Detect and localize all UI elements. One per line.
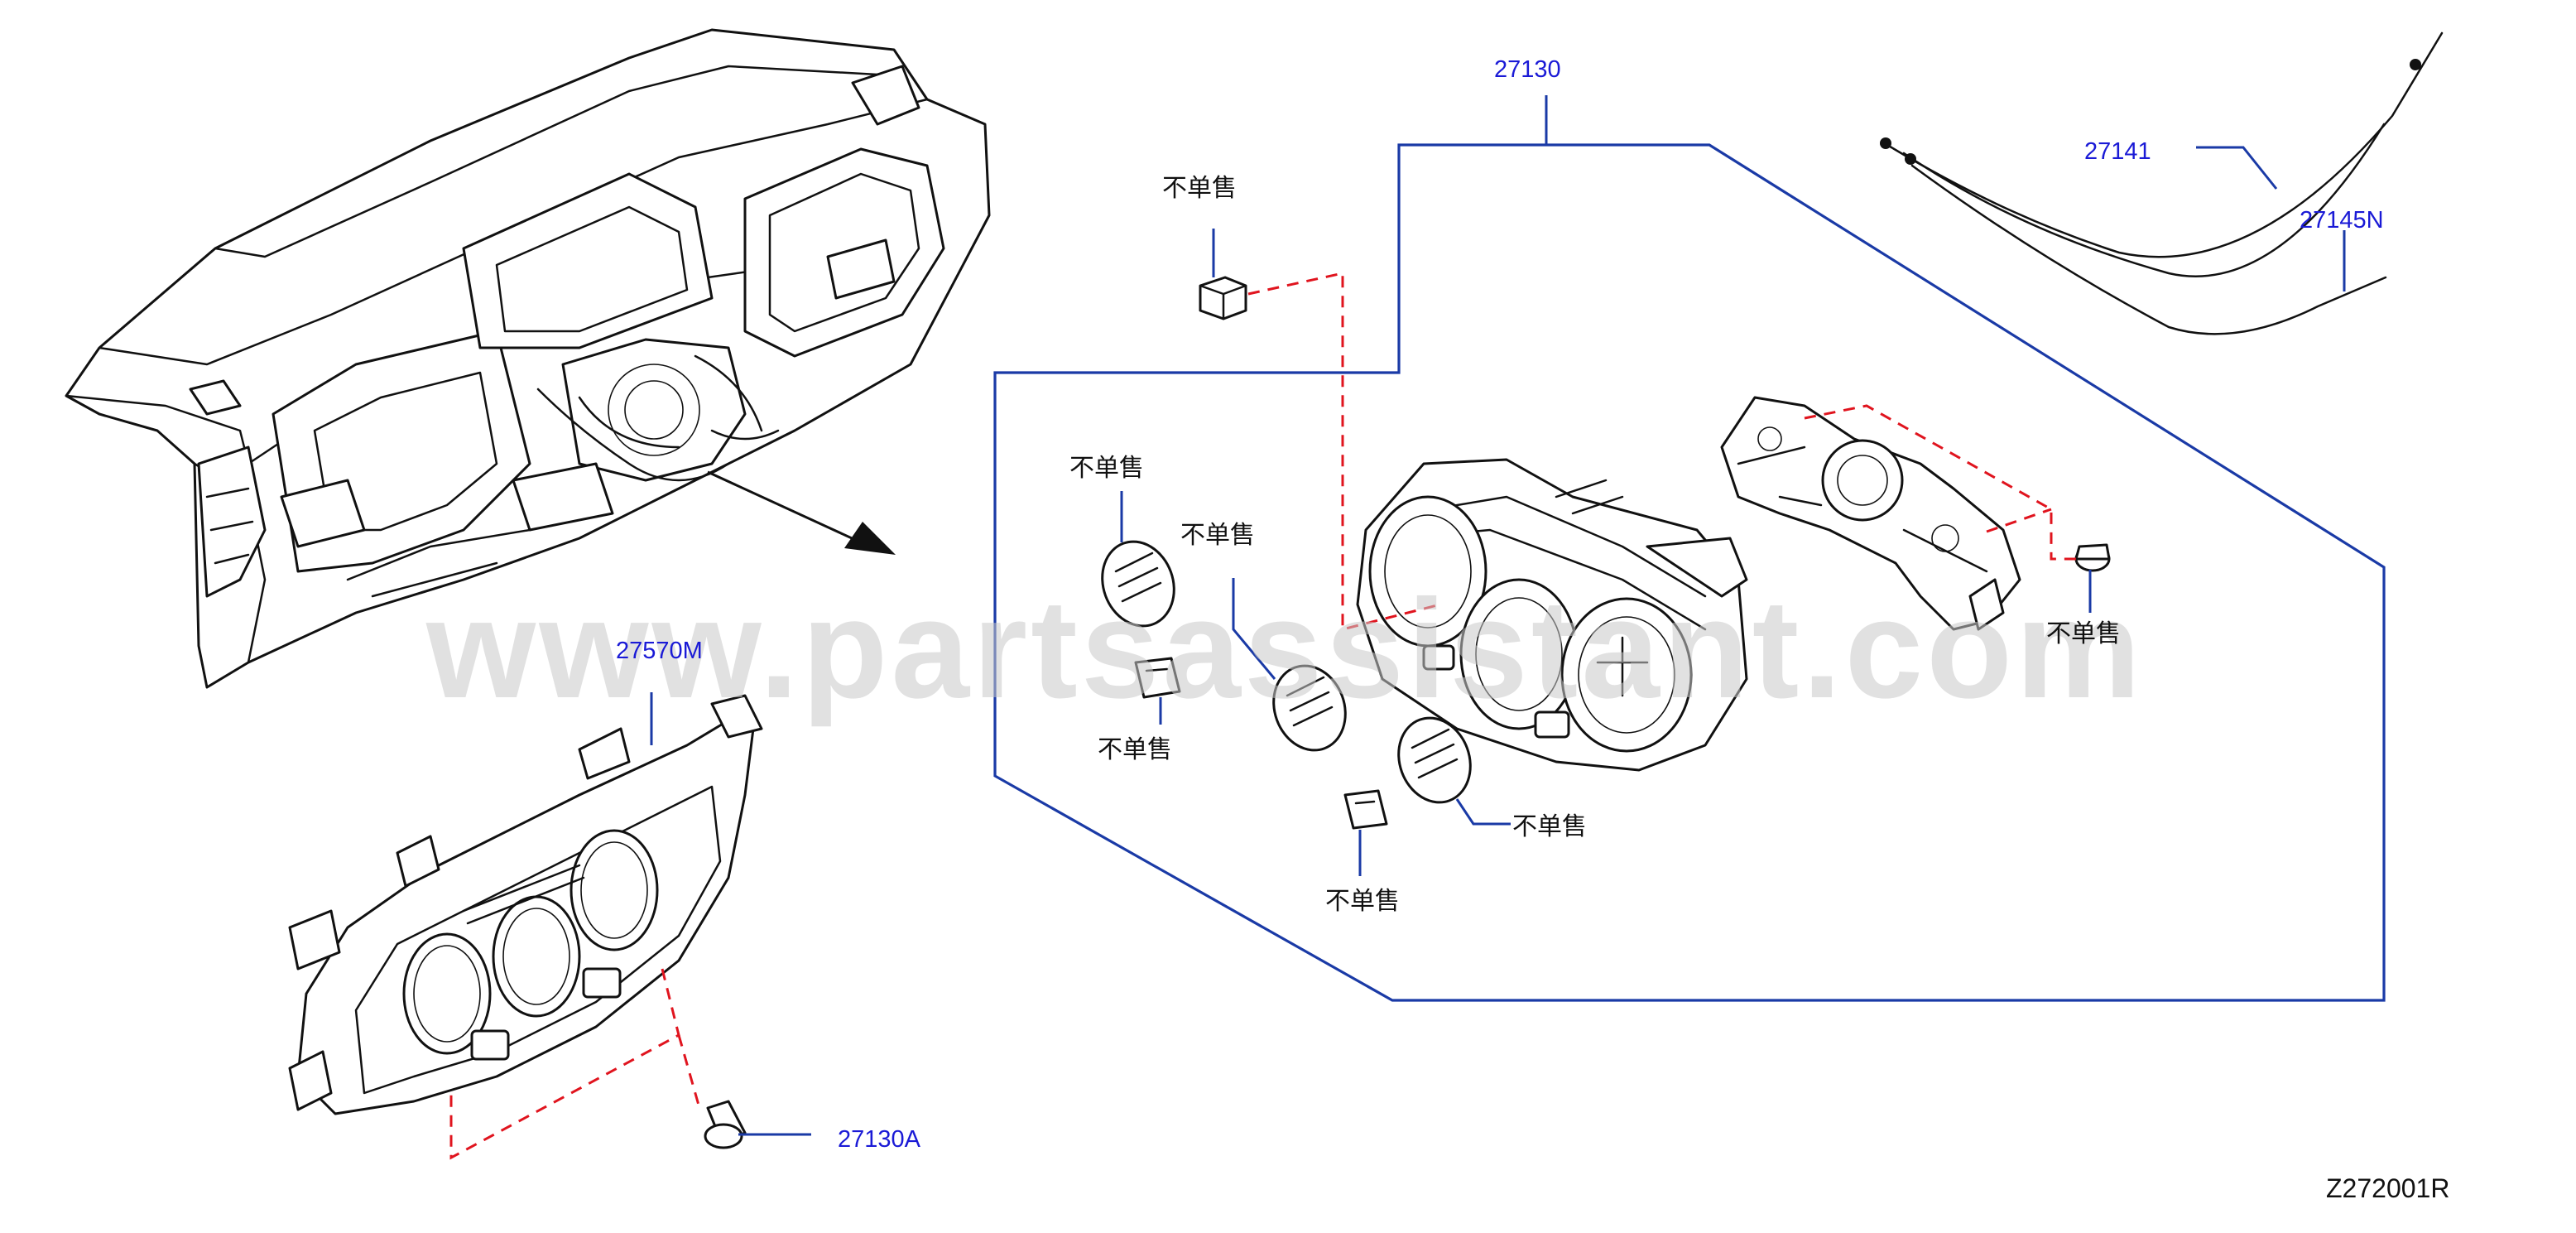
dashed-relation-lines bbox=[449, 272, 2078, 1160]
finisher-panel-drawing bbox=[288, 694, 763, 1115]
cable-drawings bbox=[1880, 31, 2444, 335]
instrument-panel-drawing bbox=[65, 28, 991, 689]
screw-drawing bbox=[704, 1100, 747, 1149]
group-outline bbox=[993, 143, 2386, 1002]
drawing-code: Z272001R bbox=[2326, 1173, 2449, 1203]
not-sold-label-button-left: 不单售 bbox=[1098, 736, 1172, 763]
not-sold-label-knob-mid: 不单售 bbox=[1180, 522, 1255, 549]
not-sold-label-clip: 不单售 bbox=[2046, 620, 2121, 648]
part-label-27130a: 27130A bbox=[838, 1126, 921, 1153]
watermark: www.partsassistant.com bbox=[425, 571, 2144, 728]
leader-lines bbox=[650, 95, 2346, 1136]
clip-drawing bbox=[2074, 543, 2111, 572]
mechanism-plate-drawing bbox=[1720, 396, 2021, 631]
control-unit-drawing bbox=[1356, 458, 1748, 772]
cap-drawing bbox=[1199, 276, 1247, 320]
not-sold-label-button-bottom: 不单售 bbox=[1325, 888, 1400, 915]
not-sold-label-knob-right: 不单售 bbox=[1512, 813, 1587, 840]
part-label-27130: 27130 bbox=[1494, 56, 1561, 83]
part-label-27141: 27141 bbox=[2084, 138, 2151, 165]
button-drawings bbox=[1134, 657, 1388, 830]
part-label-27145n: 27145N bbox=[2300, 207, 2384, 234]
not-sold-label-knob-left: 不单售 bbox=[1069, 455, 1144, 482]
part-label-27570m: 27570M bbox=[616, 638, 703, 664]
not-sold-label-cap: 不单售 bbox=[1162, 175, 1237, 202]
knob-drawings bbox=[1101, 540, 1472, 804]
